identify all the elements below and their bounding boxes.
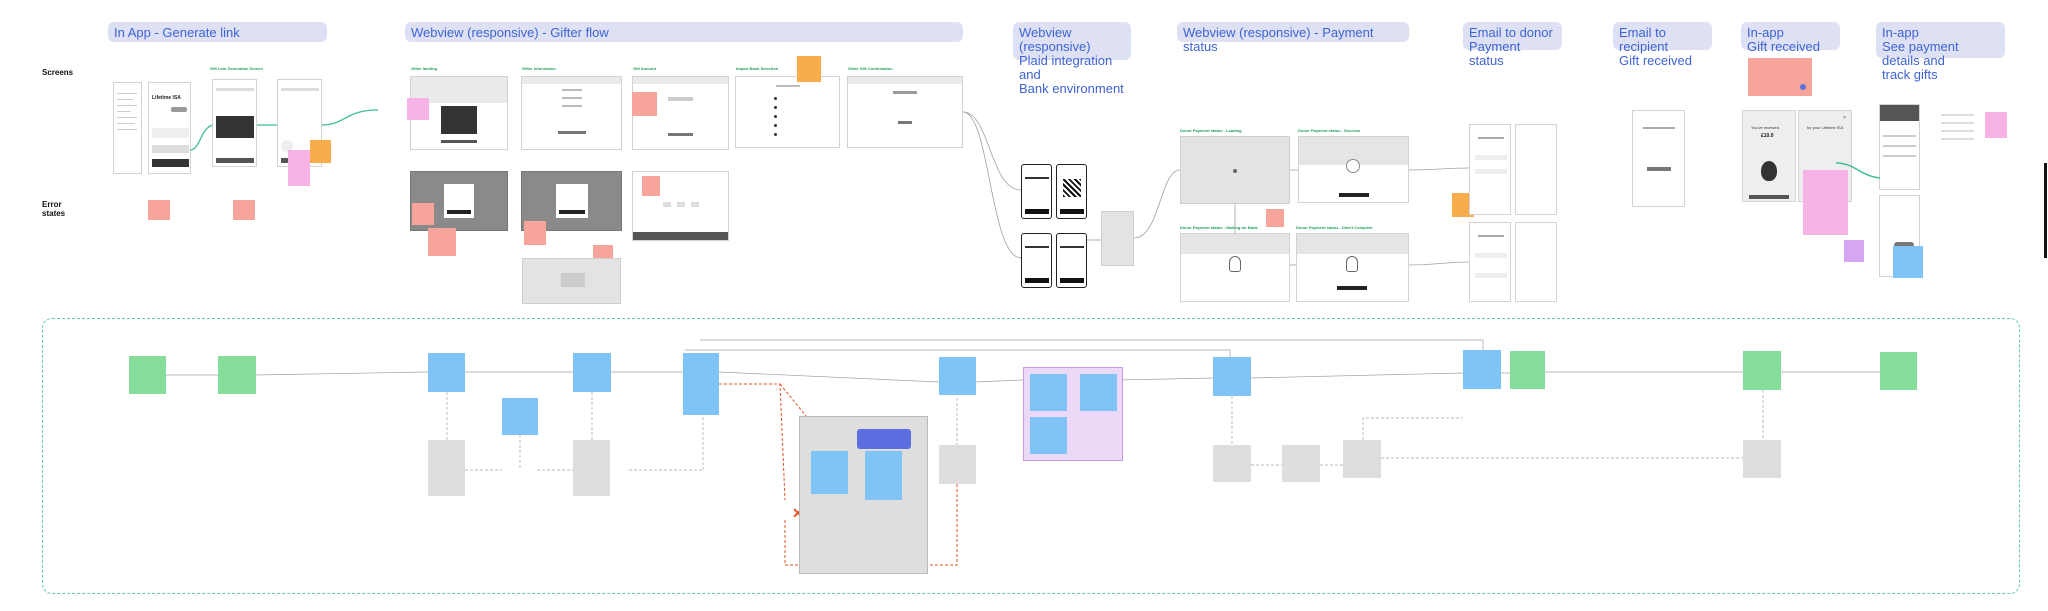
flow-node-payment-pending xyxy=(1213,445,1251,482)
flow-node-info xyxy=(502,398,538,435)
flow-node-recipient xyxy=(1743,351,1781,390)
flow-node-email-donor xyxy=(1463,350,1501,389)
flow-node-start xyxy=(129,356,166,394)
flow-node-confirm xyxy=(939,357,976,395)
flow-node-plaid-a xyxy=(1030,374,1067,411)
flow-node-failed xyxy=(1343,440,1381,478)
flow-node-error-a xyxy=(811,451,848,494)
flow-node-bank xyxy=(683,353,719,415)
flow-node-landing-error xyxy=(428,440,465,496)
flow-node-error-header xyxy=(857,429,911,449)
flow-node-confirm-error xyxy=(939,445,976,484)
flow-node-landing xyxy=(428,353,465,392)
flow-node-amount-error xyxy=(573,440,610,496)
flow-node-recipient-pending xyxy=(1743,440,1781,478)
flow-node-plaid-c xyxy=(1030,417,1067,454)
flow-node-track-gifts xyxy=(1880,352,1917,390)
flow-node-bank-waiting xyxy=(1282,445,1320,482)
flow-node-error-b xyxy=(865,451,902,500)
flow-node-payment xyxy=(1213,357,1251,396)
flow-node-generate-link xyxy=(218,356,256,394)
flow-node-donor-end xyxy=(1510,351,1545,389)
flow-node-plaid-b xyxy=(1080,374,1117,411)
flow-node-amount xyxy=(573,353,611,392)
